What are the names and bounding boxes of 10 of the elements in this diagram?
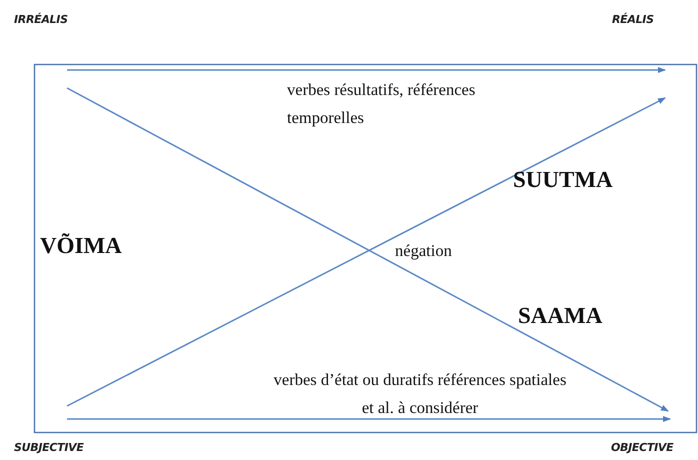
- category-note: verbes résultatifs, références temporelles: [287, 79, 476, 129]
- axis-label: OBJECTIVE: [611, 441, 674, 454]
- axis-note: négation: [395, 240, 452, 262]
- category-label: VÕIMA: [40, 233, 122, 259]
- category-label: SAAMA: [518, 303, 602, 329]
- category-note: verbes d’état ou duratifs références spatiales et al. à considérer: [272, 369, 568, 419]
- axis-label: SUBJECTIVE: [14, 441, 84, 454]
- category-label: SUUTMA: [513, 167, 613, 193]
- axis-label: IRRÉALIS: [14, 13, 68, 26]
- axis-label: RÉALIS: [612, 13, 654, 26]
